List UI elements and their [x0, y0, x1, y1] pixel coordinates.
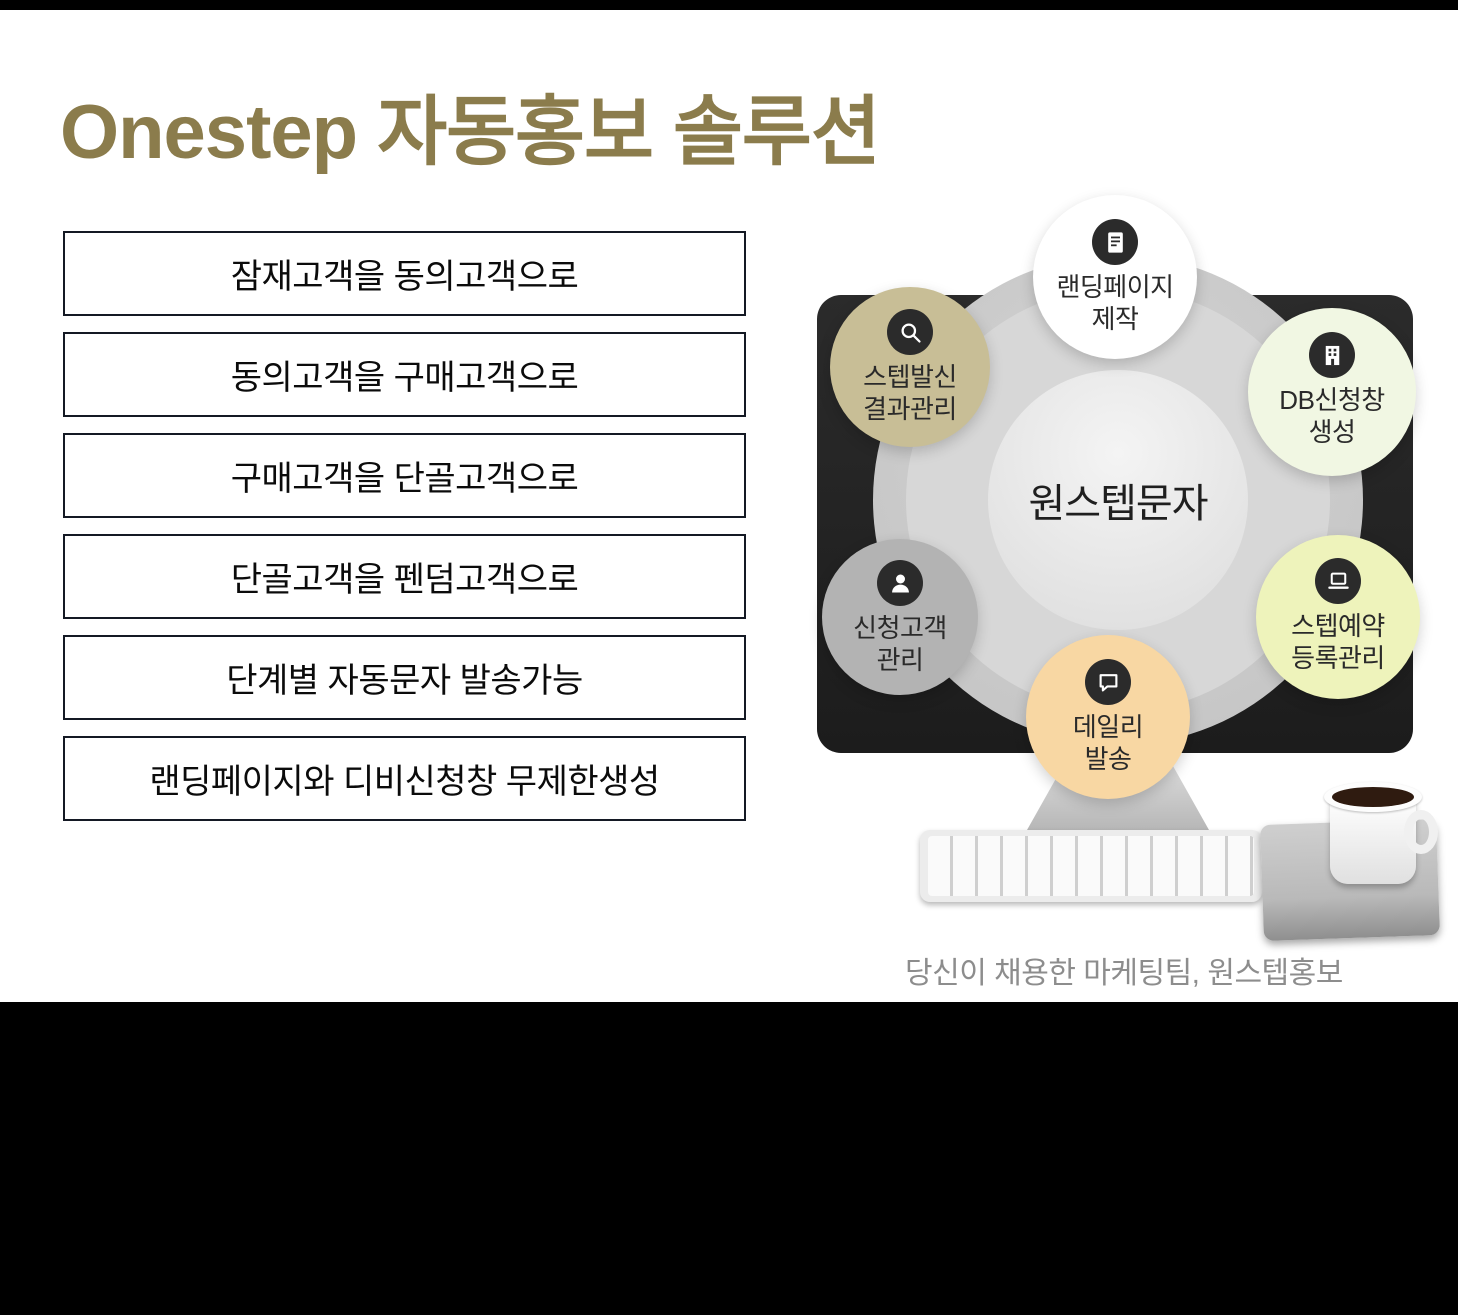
diagram-node-applicant-management: 신청고객 관리: [822, 539, 978, 695]
feature-label: 랜딩페이지와 디비신청창 무제한생성: [149, 763, 660, 801]
feature-label: 단골고객을 펜덤고객으로: [230, 561, 579, 599]
feature-label: 동의고객을 구매고객으로: [230, 359, 579, 397]
tagline: 당신이 채용한 마케팅팀, 원스텝홍보: [905, 957, 1343, 990]
document-icon: [1092, 219, 1138, 265]
node-label: 데일리: [1072, 712, 1144, 742]
node-label: 랜딩페이지: [1056, 272, 1174, 302]
node-label: 발송: [1084, 743, 1132, 774]
keyboard: [920, 830, 1262, 902]
feature-box: 잠재고객을 동의고객으로: [63, 231, 746, 316]
node-label: 제작: [1091, 303, 1139, 334]
node-label: 등록관리: [1291, 642, 1385, 673]
person-icon: [877, 560, 923, 606]
node-label: 스텝예약: [1291, 611, 1385, 641]
node-label: 스텝발신: [863, 362, 957, 392]
node-label: 생성: [1308, 416, 1356, 447]
feature-box: 단골고객을 펜덤고객으로: [63, 534, 746, 619]
feature-list: 잠재고객을 동의고객으로 동의고객을 구매고객으로 구매고객을 단골고객으로 단…: [63, 231, 746, 821]
node-label: DB신청창: [1279, 385, 1385, 415]
laptop-icon: [1315, 558, 1361, 604]
diagram-node-db-form-create: DB신청창 생성: [1248, 308, 1416, 476]
diagram-center-circle: 원스텝문자: [988, 370, 1248, 630]
feature-box: 랜딩페이지와 디비신청창 무제한생성: [63, 736, 746, 821]
search-icon: [887, 309, 933, 355]
chat-bubble-icon: [1085, 659, 1131, 705]
node-label: 관리: [876, 644, 924, 675]
diagram-node-step-reservation: 스텝예약 등록관리: [1256, 535, 1420, 699]
diagram-node-daily-send: 데일리 발송: [1026, 635, 1190, 799]
content-panel: Onestep 자동홍보 솔루션 잠재고객을 동의고객으로 동의고객을 구매고객…: [0, 10, 1458, 1002]
building-icon: [1309, 332, 1355, 378]
node-label: 결과관리: [863, 393, 957, 424]
feature-box: 구매고객을 단골고객으로: [63, 433, 746, 518]
page-title: Onestep 자동홍보 솔루션: [60, 90, 881, 175]
feature-label: 잠재고객을 동의고객으로: [230, 258, 579, 296]
feature-box: 단계별 자동문자 발송가능: [63, 635, 746, 720]
diagram-center-label: 원스텝문자: [1028, 482, 1209, 526]
feature-label: 단계별 자동문자 발송가능: [226, 662, 583, 700]
feature-label: 구매고객을 단골고객으로: [230, 460, 579, 498]
feature-box: 동의고객을 구매고객으로: [63, 332, 746, 417]
node-label: 신청고객: [853, 613, 947, 643]
coffee-cup-handle: [1404, 810, 1438, 854]
diagram-node-landing-page: 랜딩페이지 제작: [1033, 195, 1197, 359]
diagram-node-step-send-results: 스텝발신 결과관리: [830, 287, 990, 447]
coffee-surface: [1332, 787, 1414, 807]
